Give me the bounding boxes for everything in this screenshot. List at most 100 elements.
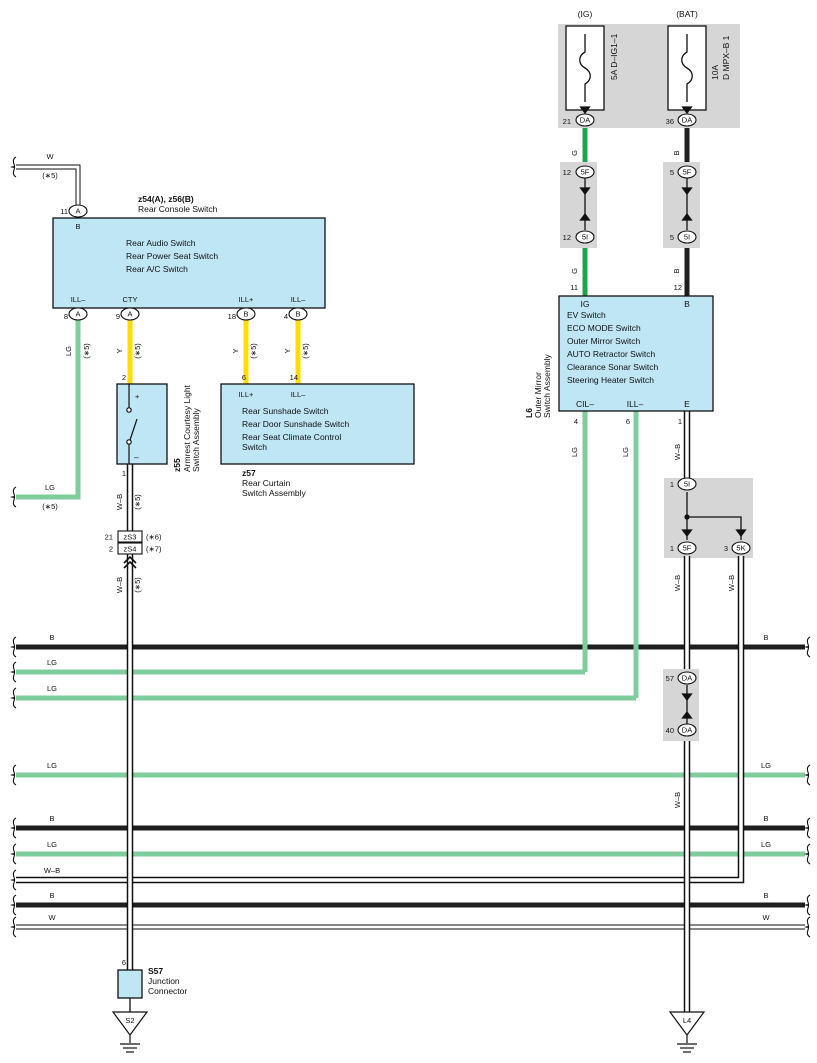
armrest-plus: +: [135, 392, 140, 401]
wire-break-left: [9, 894, 17, 916]
wire-note: (∗5): [133, 343, 142, 359]
arrow-down-icon: [681, 187, 693, 195]
junction-name-2: Connector: [148, 986, 187, 996]
wire-label-wb: W–B: [673, 792, 682, 808]
junction-connector-box: [117, 969, 143, 999]
wire-break-left: [9, 764, 17, 786]
connector-da-57-label: DA: [682, 674, 692, 683]
ground-l4: L4: [668, 1011, 706, 1053]
arrow-up-icon: [681, 213, 693, 221]
wire-lg-console-pin8: [16, 320, 81, 500]
console-term-3: ILL–: [291, 295, 306, 304]
wire-break-left: [9, 156, 17, 178]
mirror-bottom-term-0: CIL–: [576, 399, 594, 409]
connector-a-pin9-label: A: [127, 310, 132, 319]
console-pin-2: 18: [228, 312, 236, 321]
armrest-name-2: Switch Assembly: [191, 407, 201, 472]
wire-label-w: W: [762, 913, 770, 922]
curtain-function-2: Rear Seat Climate Control: [242, 432, 341, 442]
connector-5i-g: [575, 230, 595, 244]
connector-5f-e: [677, 541, 697, 555]
wire-note: (∗5): [133, 494, 142, 510]
wire-label-g: G: [570, 268, 579, 274]
rear-console-switch-box: [52, 217, 326, 309]
pin-3-5k: 3: [724, 544, 728, 553]
wire-label-lg: LG: [621, 447, 630, 457]
mirror-function-0: EV Switch: [567, 310, 606, 320]
connector-5f-b: [677, 165, 697, 179]
wire-label-wb: W–B: [673, 444, 682, 460]
wire-label-b: B: [763, 891, 768, 900]
armrest-pin-top: 2: [122, 373, 126, 382]
armrest-minus: –: [134, 452, 139, 462]
wire-label-y: Y: [115, 348, 124, 353]
note-6: (∗6): [146, 533, 162, 542]
wire-label-wb: W–B: [44, 866, 60, 875]
wire-note: (∗5): [42, 502, 58, 511]
fuse-symbol-icon: [681, 34, 693, 102]
armrest-pin-bottom: 1: [122, 469, 126, 478]
connector-5i-b: [677, 230, 697, 244]
connector-5f-g: [575, 165, 595, 179]
connector-5f-e-label: 5F: [683, 544, 692, 553]
arrow-down-icon: [681, 106, 693, 114]
wire-break-right: [803, 916, 811, 938]
armrest-name-1: Armrest Courtesy Light: [182, 384, 192, 472]
junction-pin: 6: [122, 958, 126, 967]
mirror-bottom-term-1: ILL–: [627, 399, 644, 409]
connector-a-top-label: A: [75, 207, 80, 216]
connector-a-pin8: [68, 307, 88, 321]
switch-contact-icon: [126, 384, 138, 464]
ground-label: S2: [125, 1016, 134, 1025]
mirror-function-3: AUTO Retractor Switch: [567, 349, 655, 359]
connector-5i-b-label: 5I: [684, 233, 690, 242]
fuse-5a: [565, 25, 605, 111]
connector-zs3-zs4: zS3 zS4 21 2 (∗6) (∗7): [105, 530, 162, 555]
wire-note: (∗5): [133, 577, 142, 593]
wire-label-b: B: [672, 150, 681, 155]
connector-da-bat: [677, 113, 697, 127]
wire-break-left: [9, 486, 17, 508]
curtain-ref: z57: [242, 468, 256, 478]
arrow-down-icon: [681, 693, 693, 701]
pin-21: 21: [105, 533, 113, 542]
pin-1-5i: 1: [670, 480, 674, 489]
mirror-name-1: Outer Mirror: [533, 372, 543, 418]
pin-21-label: 21: [563, 117, 571, 126]
wire-label-lg: LG: [570, 447, 579, 457]
wire-break-right: [803, 894, 811, 916]
arrows: [123, 106, 747, 719]
connector-5k-label: 5K: [736, 544, 745, 553]
wire-break-right: [803, 764, 811, 786]
mirror-bottom-pin-2: 1: [678, 417, 682, 426]
console-pin-0: 8: [64, 312, 68, 321]
junction-name-1: Junction: [148, 976, 180, 986]
arrow-down-icon: [735, 529, 747, 537]
curtain-function-1: Rear Door Sunshade Switch: [242, 419, 350, 429]
connector-da-57: [677, 671, 697, 685]
wire-label-y: Y: [231, 348, 240, 353]
connector-5k: [731, 541, 751, 555]
wire-label-b: B: [49, 891, 54, 900]
wire-label-b: B: [49, 814, 54, 823]
wire-label-wb: W–B: [115, 577, 124, 593]
ground-label: L4: [683, 1016, 691, 1025]
mirror-bottom-pin-0: 4: [574, 417, 578, 426]
mirror-top-pin-1: 12: [674, 283, 682, 292]
console-term-0: ILL–: [71, 295, 86, 304]
mirror-function-4: Clearance Sonar Switch: [567, 362, 658, 372]
curtain-name-2: Switch Assembly: [242, 488, 307, 498]
pin-12-5i: 12: [563, 233, 571, 242]
wire-label-lg: LG: [47, 840, 57, 849]
wire-label-wb: W–B: [115, 494, 124, 510]
pin-57-da: 57: [666, 674, 674, 683]
connector-zs3-label: zS3: [124, 533, 137, 542]
pin-1-5f: 1: [670, 544, 674, 553]
fuse-5a-label: 5A D–IG1–1: [609, 33, 619, 80]
pin-5-5i: 5: [670, 233, 674, 242]
connector-5f-g-label: 5F: [581, 168, 590, 177]
chevron-up-icon: [123, 560, 137, 569]
wire-break-left: [9, 687, 17, 709]
